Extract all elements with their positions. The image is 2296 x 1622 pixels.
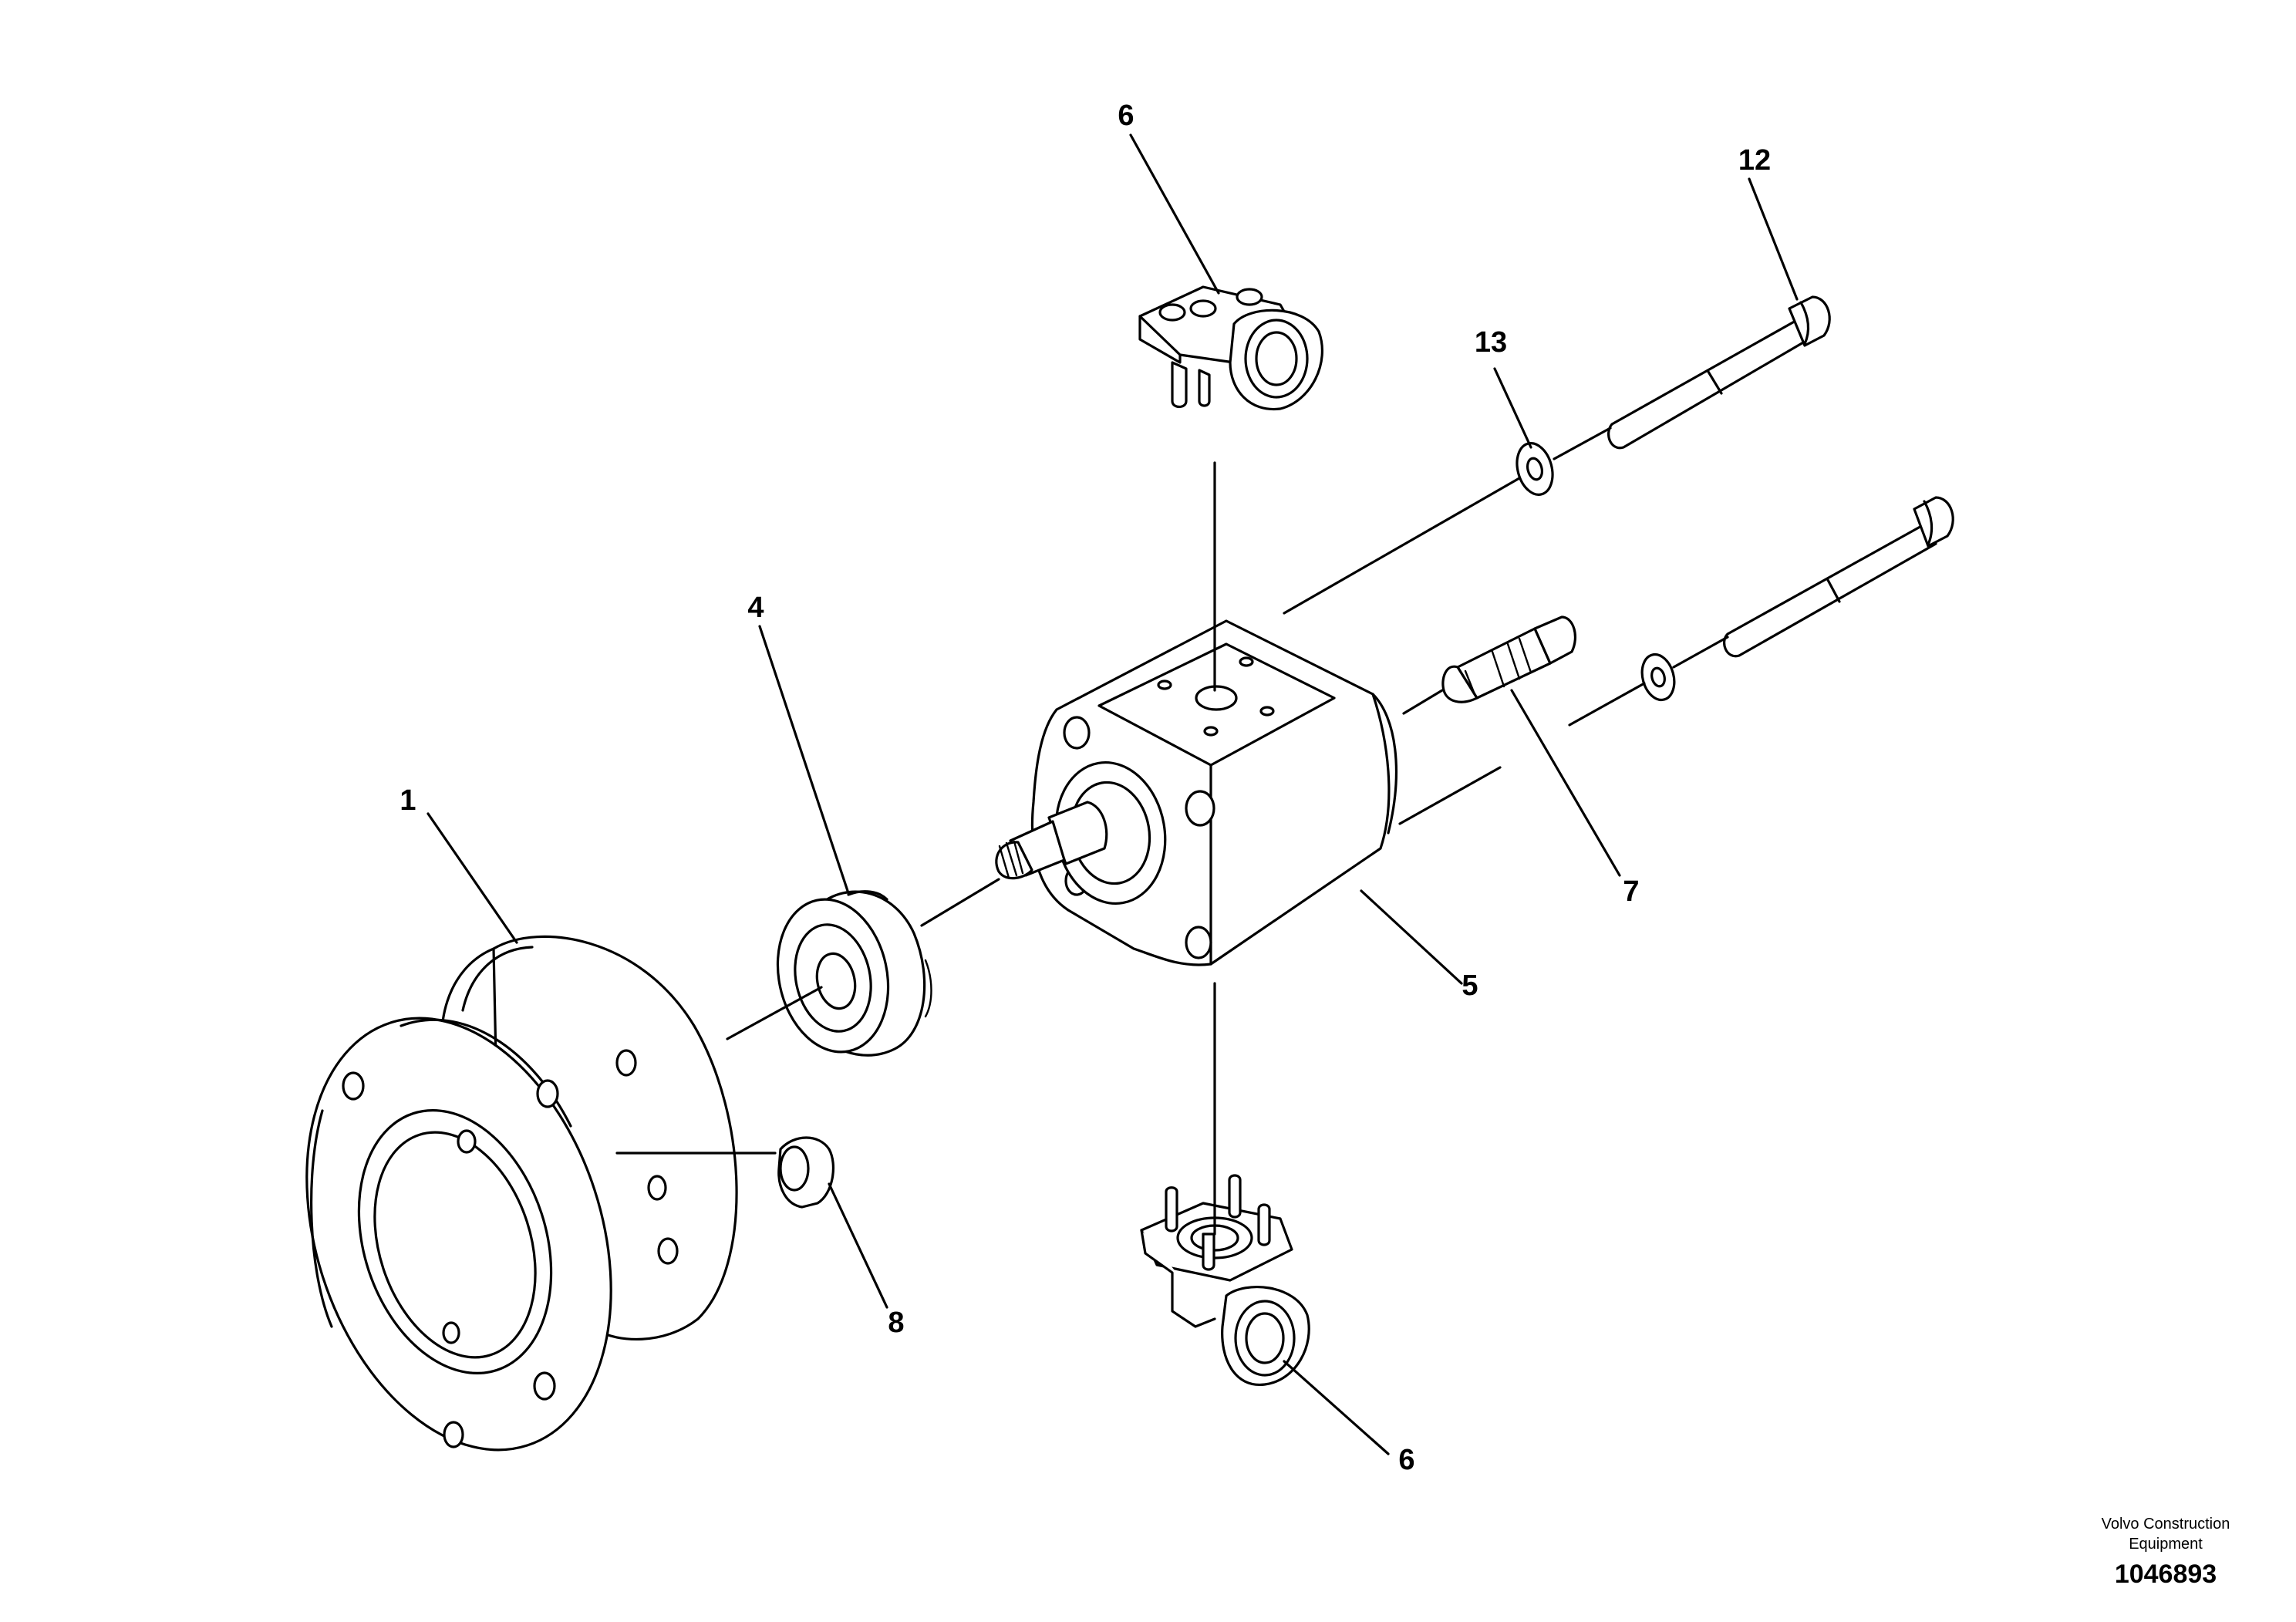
part-6-flange-adapter-bottom: [1140, 1174, 1310, 1386]
callout-leaders: [426, 133, 1799, 1455]
part-7-fitting: [1441, 615, 1576, 703]
callout-12: 12: [1738, 144, 1771, 177]
callout-6-bottom: 6: [1398, 1444, 1414, 1476]
callout-4: 4: [747, 592, 764, 624]
part-12-bolt-lower: [1723, 496, 1954, 658]
callout-13: 13: [1475, 326, 1507, 359]
footer-block: Volvo Construction Equipment 1046893: [2102, 1516, 2230, 1589]
callout-5: 5: [1462, 969, 1478, 1002]
callout-labels: 1 4 5 6 6 7 8 12 13: [400, 99, 1771, 1476]
part-5-pump-block: [995, 619, 1398, 966]
callout-1: 1: [400, 784, 416, 817]
part-1-flange-housing: [305, 935, 738, 1452]
part-8-plug: [777, 1136, 834, 1209]
part-6-flange-adapter-top: [1138, 285, 1323, 411]
callout-7: 7: [1623, 875, 1639, 908]
assembly-axis-lines: [615, 427, 1729, 1236]
part-4-seal-ring: [776, 890, 932, 1057]
part-washer-lower: [1640, 653, 1676, 702]
company-name-line-1: Volvo Construction: [2102, 1516, 2230, 1533]
part-12-bolt-upper: [1607, 295, 1831, 450]
company-name-line-2: Equipment: [2129, 1536, 2203, 1553]
callout-6-top: 6: [1118, 99, 1134, 132]
document-number: 1046893: [2115, 1560, 2217, 1589]
part-13-washer: [1515, 442, 1554, 496]
callout-8: 8: [888, 1307, 904, 1339]
